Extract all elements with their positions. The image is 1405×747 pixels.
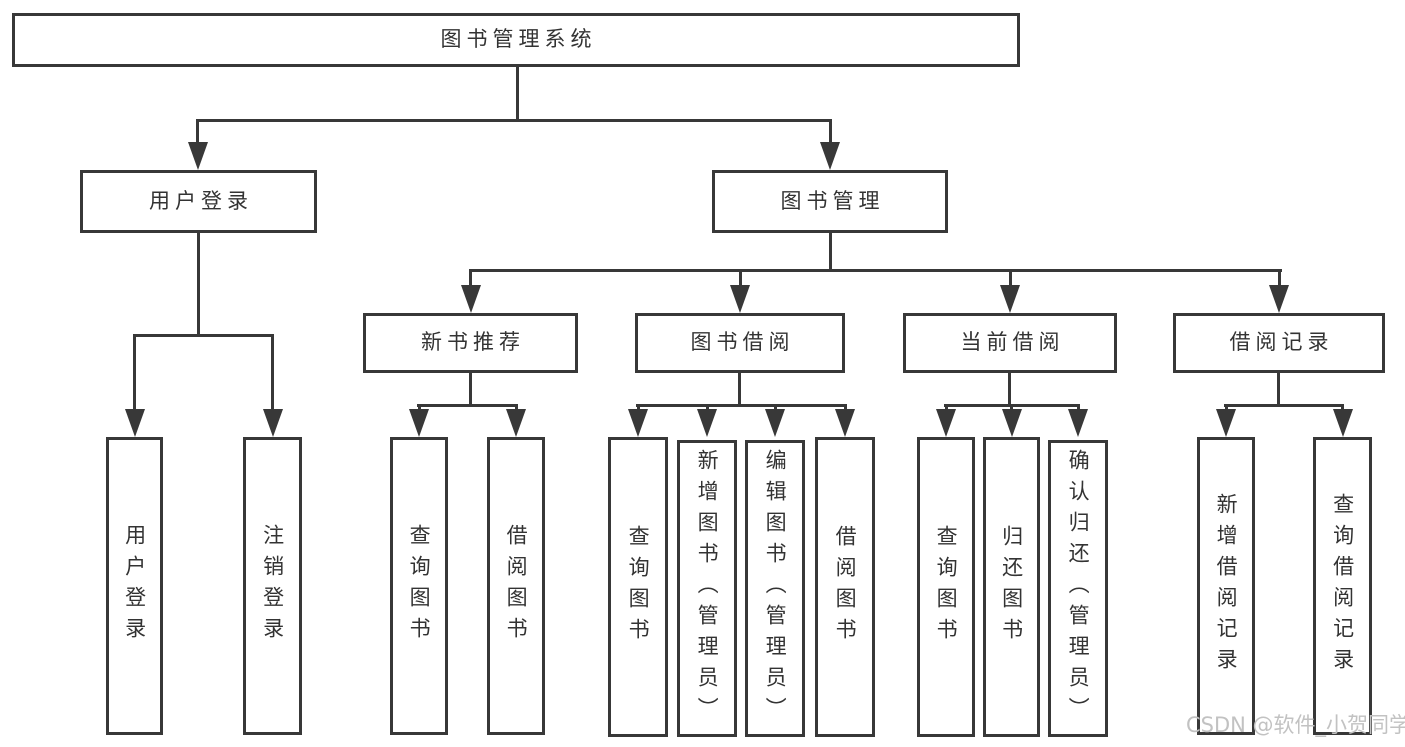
arrow-down-icon [1068, 409, 1088, 437]
connector-line [417, 404, 518, 407]
leaf-edit-books-admin: 编辑图书（管理员） [745, 440, 805, 737]
leaf-borrow-books-borrowing: 借阅图书 [815, 437, 875, 737]
leaf-query-books-borrowing: 查询图书 [608, 437, 668, 737]
connector-line [469, 269, 472, 287]
node-label: 新增借阅记录 [1214, 493, 1239, 679]
connector-line [1277, 372, 1280, 407]
node-label: 借阅图书 [504, 524, 529, 648]
arrow-down-icon [125, 409, 145, 437]
connector-line [469, 269, 1282, 272]
connector-line [1008, 372, 1011, 407]
node-current-borrowing: 当前借阅 [903, 313, 1117, 373]
connector-line [1225, 404, 1228, 411]
leaf-add-borrow-record: 新增借阅记录 [1197, 437, 1255, 735]
leaf-borrow-books-recommend: 借阅图书 [487, 437, 545, 735]
arrow-down-icon [409, 409, 429, 437]
leaf-logout: 注销登录 [243, 437, 302, 735]
node-label: 图书管理系统 [440, 27, 597, 52]
arrow-down-icon [1269, 285, 1289, 313]
connector-line [706, 404, 709, 411]
node-borrowing-records: 借阅记录 [1173, 313, 1385, 373]
node-label: 归还图书 [999, 525, 1024, 649]
connector-line [1341, 404, 1344, 411]
connector-line [196, 119, 199, 144]
connector-line [1278, 269, 1281, 287]
node-library-management-system: 图书管理系统 [12, 13, 1020, 67]
leaf-confirm-return-admin: 确认归还（管理员） [1048, 440, 1108, 737]
node-new-book-recommendation: 新书推荐 [363, 313, 578, 373]
node-label: 新书推荐 [421, 330, 525, 355]
arrow-down-icon [1216, 409, 1236, 437]
node-user-login: 用户登录 [80, 170, 317, 233]
connector-line [1010, 404, 1013, 411]
node-label: 借阅图书 [833, 525, 858, 649]
connector-line [739, 269, 742, 287]
connector-line [1009, 269, 1012, 287]
csdn-watermark: CSDN @软件_小贺同学 [1186, 713, 1405, 737]
leaf-query-books-recommend: 查询图书 [390, 437, 448, 735]
node-label: 用户登录 [122, 524, 147, 648]
connector-line [516, 66, 519, 122]
arrow-down-icon [1333, 409, 1353, 437]
arrow-down-icon [936, 409, 956, 437]
connector-line [133, 334, 274, 337]
node-label: 新增图书（管理员） [695, 449, 720, 728]
node-book-management: 图书管理 [712, 170, 948, 233]
connector-line [829, 232, 832, 272]
connector-line [844, 404, 847, 411]
arrow-down-icon [1000, 285, 1020, 313]
node-label: 当前借阅 [960, 330, 1065, 355]
connector-line [515, 404, 518, 411]
arrow-down-icon [697, 409, 717, 437]
arrow-down-icon [835, 409, 855, 437]
connector-line [418, 404, 421, 411]
connector-line [197, 232, 200, 337]
arrow-down-icon [506, 409, 526, 437]
connector-line [271, 334, 274, 411]
leaf-add-books-admin: 新增图书（管理员） [677, 440, 737, 737]
node-book-borrowing: 图书借阅 [635, 313, 845, 373]
connector-line [637, 404, 640, 411]
node-label: 图书借阅 [690, 330, 795, 355]
connector-line [1077, 404, 1080, 411]
arrow-down-icon [820, 142, 840, 170]
node-label: 编辑图书（管理员） [763, 449, 788, 728]
connector-line [636, 404, 847, 407]
leaf-user-login: 用户登录 [106, 437, 163, 735]
node-label: 确认归还（管理员） [1066, 449, 1091, 728]
arrow-down-icon [188, 142, 208, 170]
arrow-down-icon [730, 285, 750, 313]
arrow-down-icon [628, 409, 648, 437]
connector-line [945, 404, 948, 411]
connector-line [738, 372, 741, 407]
connector-line [469, 372, 472, 407]
node-label: 查询借阅记录 [1330, 493, 1355, 679]
leaf-query-books-current: 查询图书 [917, 437, 975, 737]
node-label: 用户登录 [149, 188, 253, 213]
connector-line [829, 119, 832, 144]
node-label: 图书管理 [780, 188, 885, 213]
arrow-down-icon [263, 409, 283, 437]
node-label: 查询图书 [934, 525, 959, 649]
node-label: 注销登录 [260, 524, 285, 648]
arrow-down-icon [1002, 409, 1022, 437]
node-label: 查询图书 [626, 525, 651, 649]
connector-line [196, 119, 832, 122]
leaf-query-borrow-record: 查询借阅记录 [1313, 437, 1372, 735]
node-label: 借阅记录 [1229, 330, 1334, 355]
connector-line [1224, 404, 1344, 407]
arrow-down-icon [461, 285, 481, 313]
node-label: 查询图书 [407, 524, 432, 648]
connector-line [774, 404, 777, 411]
connector-line [133, 334, 136, 411]
arrow-down-icon [765, 409, 785, 437]
leaf-return-books: 归还图书 [983, 437, 1040, 737]
